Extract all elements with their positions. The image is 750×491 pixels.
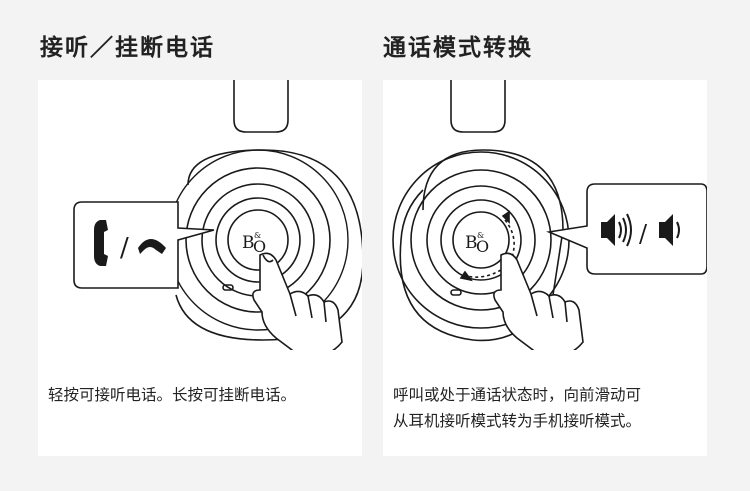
separator-slash: /	[639, 220, 648, 248]
bo-logo: B & O	[465, 231, 489, 256]
speaker-loud-icon	[601, 213, 632, 247]
section-heading-mode: 通话模式转换	[383, 35, 533, 61]
svg-text:O: O	[476, 237, 489, 256]
svg-text:B: B	[465, 233, 478, 253]
caption-mode: 呼叫或处于通话状态时，向前滑动可 从耳机接听模式转为手机接听模式。	[393, 382, 697, 434]
phone-hangup-icon	[138, 239, 166, 254]
svg-text:&: &	[477, 231, 484, 240]
card-mode-switch: B & O / 呼叫或处于通话状态时，向前滑动可 从耳机接听模式转为手机接听模式…	[383, 80, 707, 456]
caption-call: 轻按可接听电话。长按可挂断电话。	[48, 386, 297, 404]
bo-logo: B & O	[242, 231, 266, 256]
headphone-illustration-tap: B & O /	[73, 80, 362, 350]
svg-text:O: O	[253, 237, 266, 256]
svg-text:&: &	[254, 231, 261, 240]
callout-volume-icons: /	[546, 183, 707, 275]
phone-answer-icon	[94, 220, 108, 266]
speaker-soft-icon	[659, 214, 680, 246]
separator-slash: /	[120, 233, 129, 263]
callout-call-icons: /	[73, 201, 215, 289]
svg-text:B: B	[242, 233, 255, 253]
headphone-illustration-swipe: B & O /	[392, 80, 707, 350]
caption-mode-line1: 呼叫或处于通话状态时，向前滑动可	[393, 386, 642, 404]
card-answer-hangup: B & O / 轻按可接听电话。长按可挂断电话。	[38, 80, 362, 456]
caption-mode-line2: 从耳机接听模式转为手机接听模式。	[393, 412, 642, 430]
section-heading-call: 接听／挂断电话	[40, 35, 215, 61]
